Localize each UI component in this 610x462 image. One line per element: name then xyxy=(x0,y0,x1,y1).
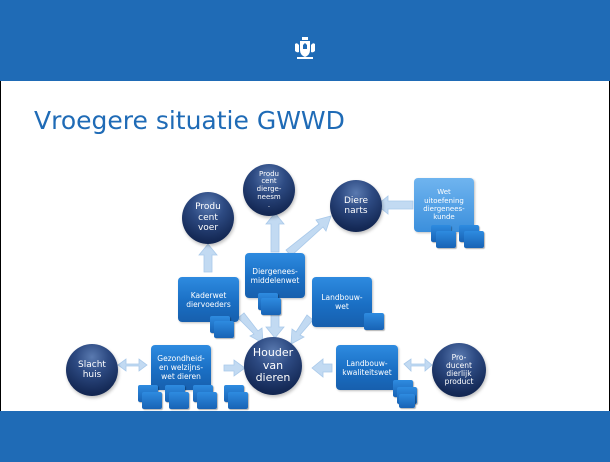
document-stack-icon xyxy=(364,313,384,330)
box-label-line: diergenees- xyxy=(423,205,465,213)
circle-producent-diergeneesm: Produ cent dierge- neesm . xyxy=(243,164,295,216)
circle-label-line: Pro- xyxy=(451,352,467,362)
circle-producent-dierlijk-product: Pro- ducent dierlijk product xyxy=(432,343,486,397)
circle-label-line: voer xyxy=(197,223,219,234)
center-label-line: dieren xyxy=(255,371,291,385)
arrow-landbouwkwaliteitswet-houder xyxy=(311,358,333,378)
box-label-line: Wet xyxy=(437,188,451,197)
box-kaderwet-diervoeders: Kaderwet diervoeders xyxy=(178,277,239,322)
box-label-line: Landbouw- xyxy=(346,358,388,368)
circle-label-line: Produ xyxy=(195,202,221,213)
circle-label-line: dierlijk xyxy=(446,369,472,378)
circle-label-line: ducent xyxy=(446,360,472,370)
footer-band xyxy=(0,411,610,462)
circle-label-line: narts xyxy=(344,206,368,216)
rijksoverheid-coat-of-arms-icon xyxy=(295,37,315,59)
box-label-line: diervoeders xyxy=(186,299,231,309)
box-label-line: Landbouw- xyxy=(321,293,363,302)
document-stack-icon xyxy=(214,321,234,338)
box-diergeneesmiddelenwet: Diergenees- middelenwet xyxy=(245,253,305,298)
circle-houder-van-dieren: Houder van dieren xyxy=(244,337,302,395)
arrow-houder-gezondheidswet xyxy=(223,359,246,377)
circle-label-line: cent xyxy=(198,212,218,223)
arrow-from-wet-diergeneeskunde xyxy=(376,195,414,215)
arrow-from-kaderwet xyxy=(237,312,264,344)
document-stack-icon xyxy=(197,392,217,409)
circle-label-line: huis xyxy=(82,370,102,380)
box-label-line: kwaliteitswet xyxy=(342,367,392,377)
box-landbouwwet: Landbouw- wet xyxy=(312,277,372,327)
circle-label-line: Diere xyxy=(343,195,368,206)
circle-label-line: product xyxy=(444,377,474,387)
document-stack-icon xyxy=(436,231,456,248)
circle-producent-voer: Produ cent voer xyxy=(182,192,234,244)
arrow-from-landbouwwet xyxy=(290,314,314,345)
arrow-slachthuis-gezondheidswet xyxy=(117,358,148,372)
document-stack-icon xyxy=(228,392,248,409)
circle-label-line: Produ xyxy=(259,169,279,178)
box-label-line: en welzijns- xyxy=(158,363,204,372)
slide-title: Vroegere situatie GWWD xyxy=(34,106,345,135)
circle-label-line: neesm xyxy=(257,192,281,201)
document-stack-icon xyxy=(464,231,484,248)
document-stack-icon xyxy=(169,392,189,409)
box-label-line: Gezondheid- xyxy=(157,354,205,363)
document-stack-icon xyxy=(142,392,162,409)
header-band xyxy=(0,0,610,81)
circle-label-line: Slacht xyxy=(78,359,106,370)
box-label-line: Diergenees- xyxy=(252,266,298,276)
circle-label-line: cent xyxy=(261,177,277,186)
box-wet-uitoefening-diergeneeskunde: Wet uitoefening diergenees- kunde xyxy=(414,178,474,232)
box-landbouwkwaliteitswet: Landbouw- kwaliteitswet xyxy=(336,345,398,390)
circle-label-line: dierge- xyxy=(256,185,282,194)
circle-label-line: . xyxy=(267,200,271,209)
circle-dierenarts: Diere narts xyxy=(330,180,382,232)
box-label-line: kunde xyxy=(433,213,455,222)
box-gezondheid-welzijnswet: Gezondheid- en welzijns- wet dieren xyxy=(151,345,211,390)
box-label-line: uitoefening xyxy=(424,196,464,205)
box-label-line: Kaderwet xyxy=(190,290,227,300)
arrow-to-producent-voer xyxy=(198,243,218,273)
box-label-line: wet dieren xyxy=(161,372,201,381)
box-label-line: wet xyxy=(335,302,349,311)
arrow-to-producent-diergeneesm xyxy=(265,212,285,253)
center-label-line: van xyxy=(262,358,284,372)
center-label-line: Houder xyxy=(252,346,294,360)
box-label-line: middelenwet xyxy=(250,275,300,285)
arrow-to-dierenarts xyxy=(285,215,332,257)
arrow-kwaliteitswet-producent xyxy=(403,358,433,372)
circle-slachthuis: Slacht huis xyxy=(66,344,118,396)
document-stack-icon xyxy=(261,298,281,315)
document-stack-icon xyxy=(399,394,415,408)
